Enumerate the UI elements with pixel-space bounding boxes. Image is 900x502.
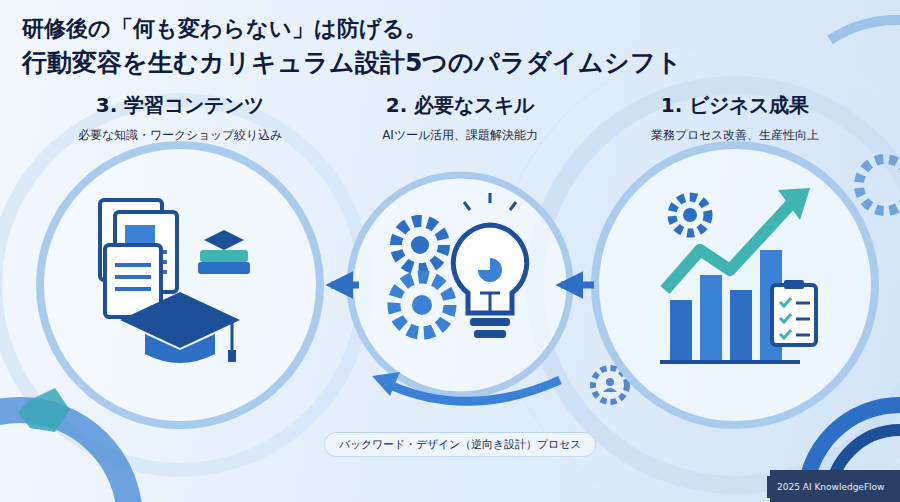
chart-icon	[660, 188, 816, 362]
node-heading: 2. 必要なスキル	[359, 92, 561, 119]
process-node: 3. 学習コンテンツ必要な知識・ワークショップ絞り込み	[29, 88, 331, 428]
deco-ring	[0, 410, 130, 502]
node-circle	[350, 175, 570, 395]
flow-arrow	[561, 282, 594, 289]
process-node: 1. ビジネス成果業務プロセス改善、生産性向上	[594, 88, 876, 428]
watermark: 2025 AI KnowledgeFlow	[767, 476, 894, 498]
deco-person	[606, 378, 614, 386]
cycle-arrow	[390, 380, 560, 401]
content-icon	[100, 200, 250, 363]
node-circle	[595, 145, 875, 425]
node-description: AIツール活用、課題解決能力	[359, 127, 561, 144]
deco-gem	[18, 388, 70, 432]
flow-arrow	[331, 282, 359, 289]
node-heading: 3. 学習コンテンツ	[29, 92, 331, 119]
node-circle	[40, 145, 320, 425]
title: 行動変容を生むカリキュラム設計5つのパラダイムシフト	[22, 46, 682, 79]
deco-gear	[859, 159, 900, 211]
node-description: 業務プロセス改善、生産性向上	[594, 127, 876, 144]
node-description: 必要な知識・ワークショップ絞り込み	[29, 127, 331, 144]
deco-person	[603, 388, 617, 392]
cycle-arrow	[372, 372, 400, 396]
skill-icon	[394, 193, 527, 338]
process-label: バックワード・デザイン（逆向き設計）プロセス	[324, 432, 596, 457]
subtitle: 研修後の「何も変わらない」は防げる。	[22, 14, 427, 44]
process-node: 2. 必要なスキル AIツール活用、課題解決能力	[359, 88, 561, 398]
deco-arc	[830, 20, 900, 40]
deco-ring	[0, 100, 365, 470]
node-heading: 1. ビジネス成果	[594, 92, 876, 119]
